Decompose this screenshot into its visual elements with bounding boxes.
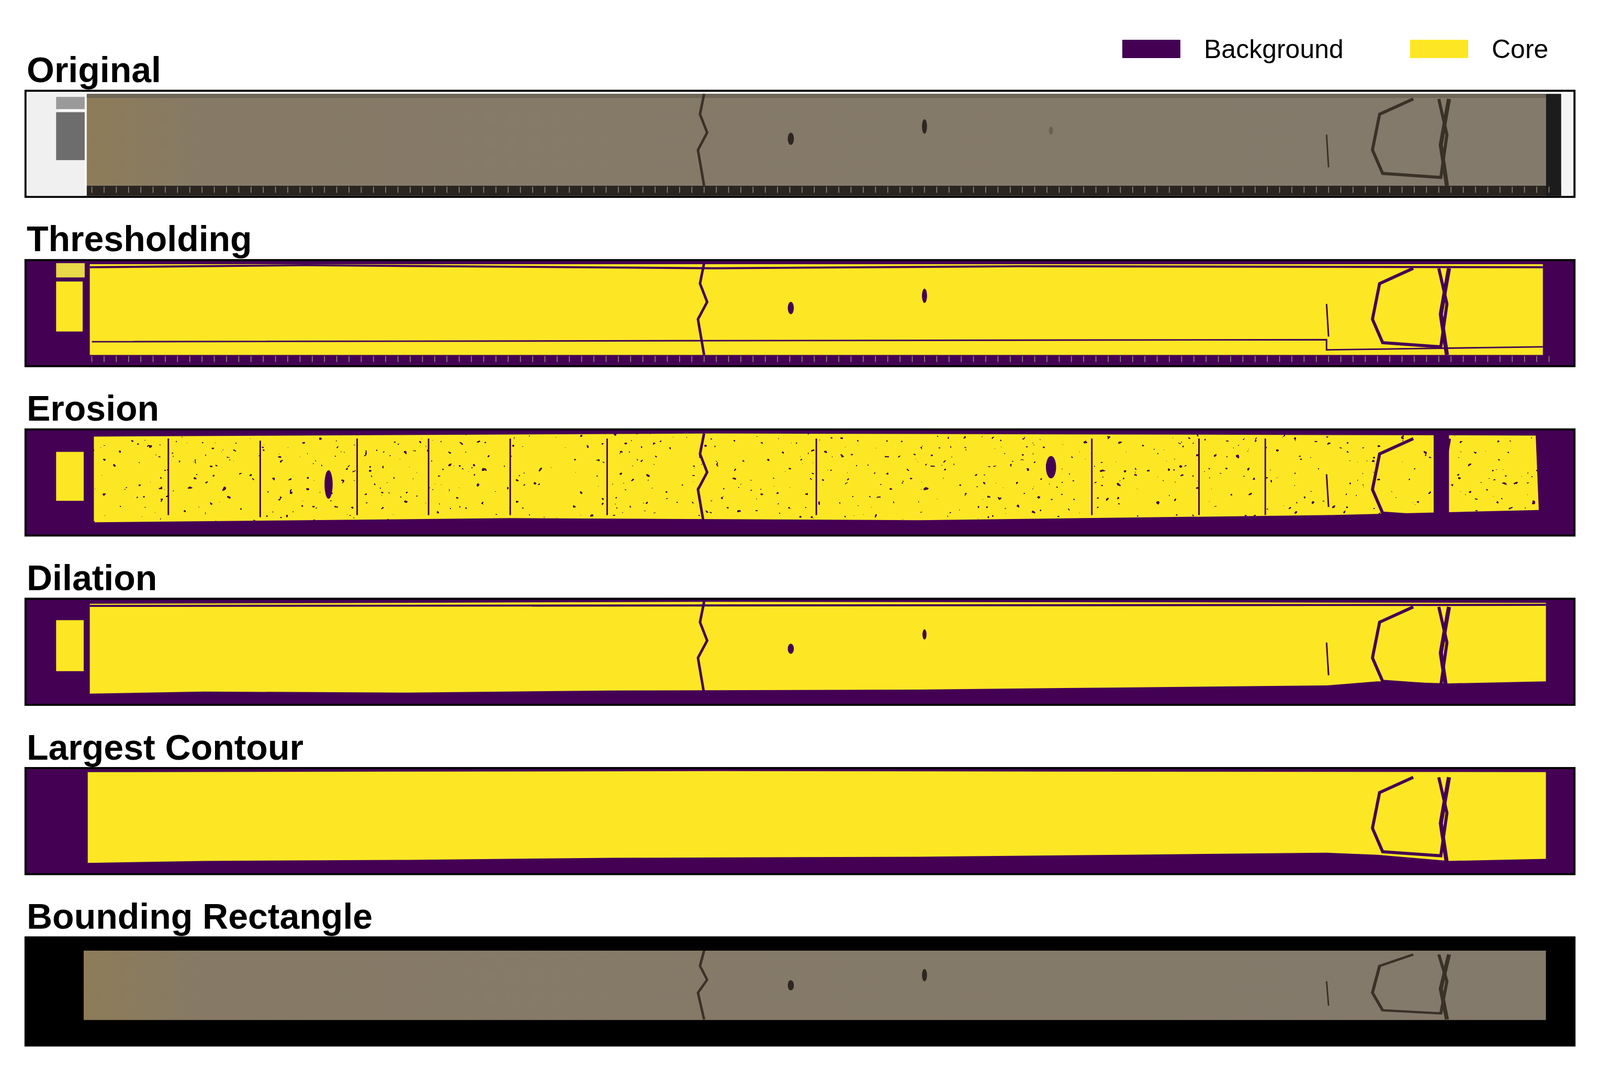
- panel-title: Dilation: [26, 558, 1576, 597]
- erosion-panel: Erosion: [26, 388, 1576, 536]
- legend-label: Background: [1203, 33, 1344, 65]
- largest-contour-panel: Largest Contour: [26, 727, 1576, 875]
- panel-title: Erosion: [26, 388, 1576, 428]
- legend-swatch: [1122, 39, 1181, 59]
- legend-swatch: [1410, 39, 1469, 59]
- panel-title: Thresholding: [26, 219, 1576, 258]
- dilation-panel: Dilation: [26, 558, 1576, 706]
- bounding-rectangle-panel: Bounding Rectangle: [26, 896, 1576, 1044]
- panel-title: Largest Contour: [26, 727, 1576, 767]
- legend-label: Core: [1491, 33, 1549, 65]
- panel-title: Bounding Rectangle: [26, 896, 1576, 936]
- original-panel: Original: [26, 50, 1576, 198]
- thresholding-panel: Thresholding: [26, 219, 1576, 367]
